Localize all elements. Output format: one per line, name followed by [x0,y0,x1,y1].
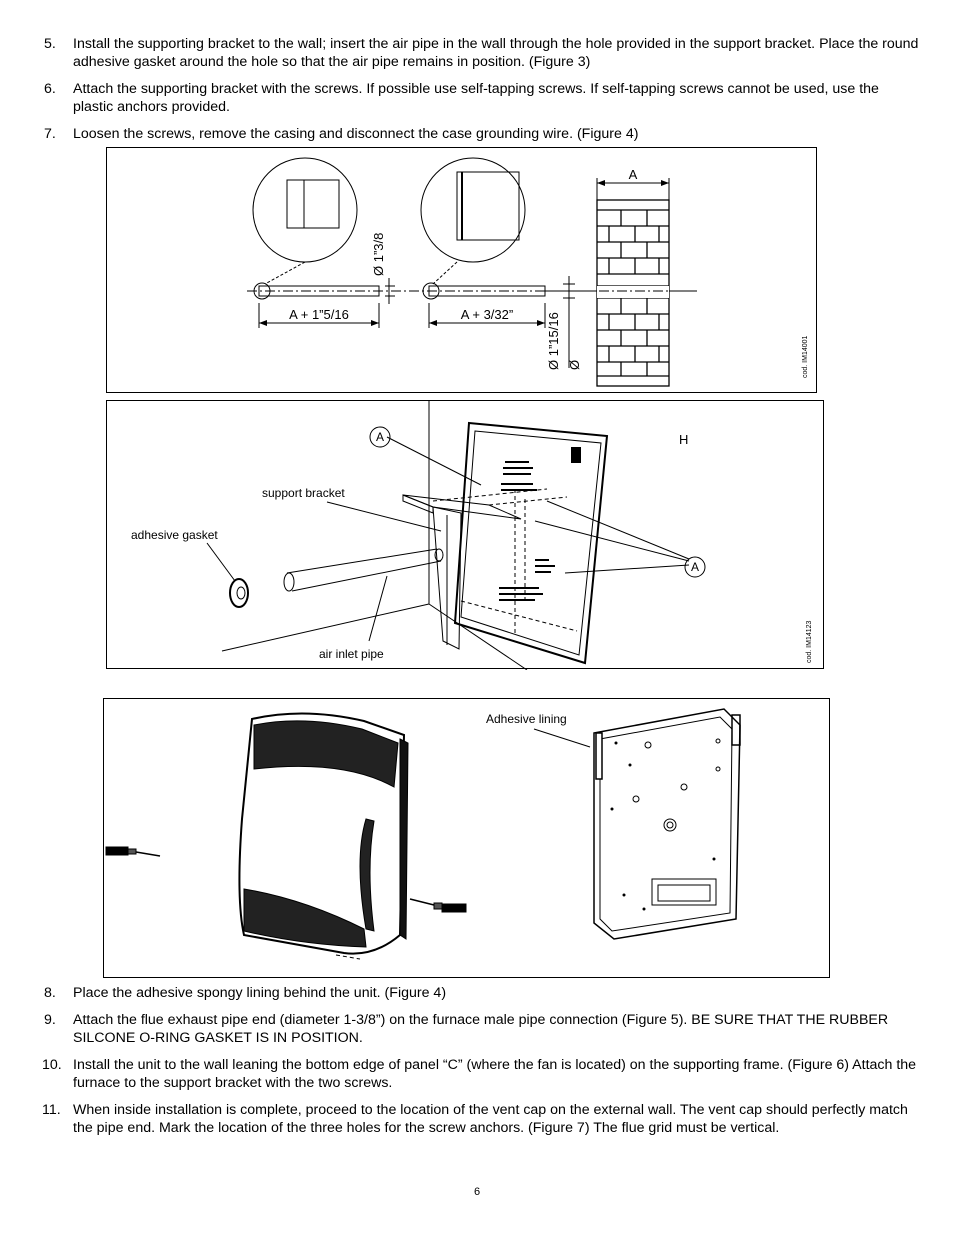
dim-left-label: A + 1”5/16 [289,307,349,322]
step-number: 11. [42,1102,61,1118]
callout-a-right: A [691,560,699,574]
detail-circle-left [252,157,358,263]
dia-symbol-label: Ø [567,360,582,370]
step-number: 9. [44,1012,56,1028]
label-support-bracket: support bracket [262,486,345,500]
step-number: 7. [44,126,56,142]
figure-code: cod. IM14001 [802,335,809,378]
step-number: 8. [44,985,56,1001]
label-air-inlet-pipe: air inlet pipe [319,647,384,661]
detail-circle-right [420,157,526,263]
dim-right-label: A + 3/32” [461,307,513,322]
step-text: Attach the supporting bracket with the s… [73,81,879,115]
step-text: Attach the flue exhaust pipe end (diamet… [73,1012,889,1046]
figure-pipe-dimensions: A A + 1”5/16 A + 3/32” Ø 1”3/8 Ø 1”15/16… [106,147,817,393]
step-text: When inside installation is complete, pr… [73,1102,908,1136]
callout-a-top: A [376,430,384,444]
dim-wall-label: A [629,167,638,182]
figure-code: cod. IM14123 [806,620,813,663]
bracket-installation-drawing: A A H support bracket adhesive gasket ai… [131,401,813,670]
step-number: 10. [42,1057,62,1073]
step-number: 6. [44,81,56,97]
screwdriver-right [409,898,467,913]
step-text: Install the unit to the wall leaning the… [73,1057,917,1091]
screwdriver-left [105,846,161,857]
pipe-dimension-drawing: A A + 1”5/16 A + 3/32” Ø 1”3/8 Ø 1”15/16… [247,157,809,387]
dia-large-label: Ø 1”15/16 [546,312,561,370]
furnace-casing [238,712,409,955]
label-adhesive-gasket: adhesive gasket [131,528,218,542]
figure-casing-removal: Adhesive lining [103,698,830,978]
step-text: Install the supporting bracket to the wa… [73,36,919,70]
label-h: H [679,432,688,447]
dia-small-label: Ø 1”3/8 [371,233,386,276]
page-number: 6 [473,1186,481,1198]
step-number: 5. [44,36,56,52]
back-panel [593,708,741,940]
step-text: Place the adhesive spongy lining behind … [73,985,447,1001]
step-text: Loosen the screws, remove the casing and… [73,126,639,142]
label-adhesive-lining: Adhesive lining [486,712,567,726]
figure-bracket-installation: A A H support bracket adhesive gasket ai… [106,400,824,670]
casing-removal-drawing: Adhesive lining [105,708,741,960]
